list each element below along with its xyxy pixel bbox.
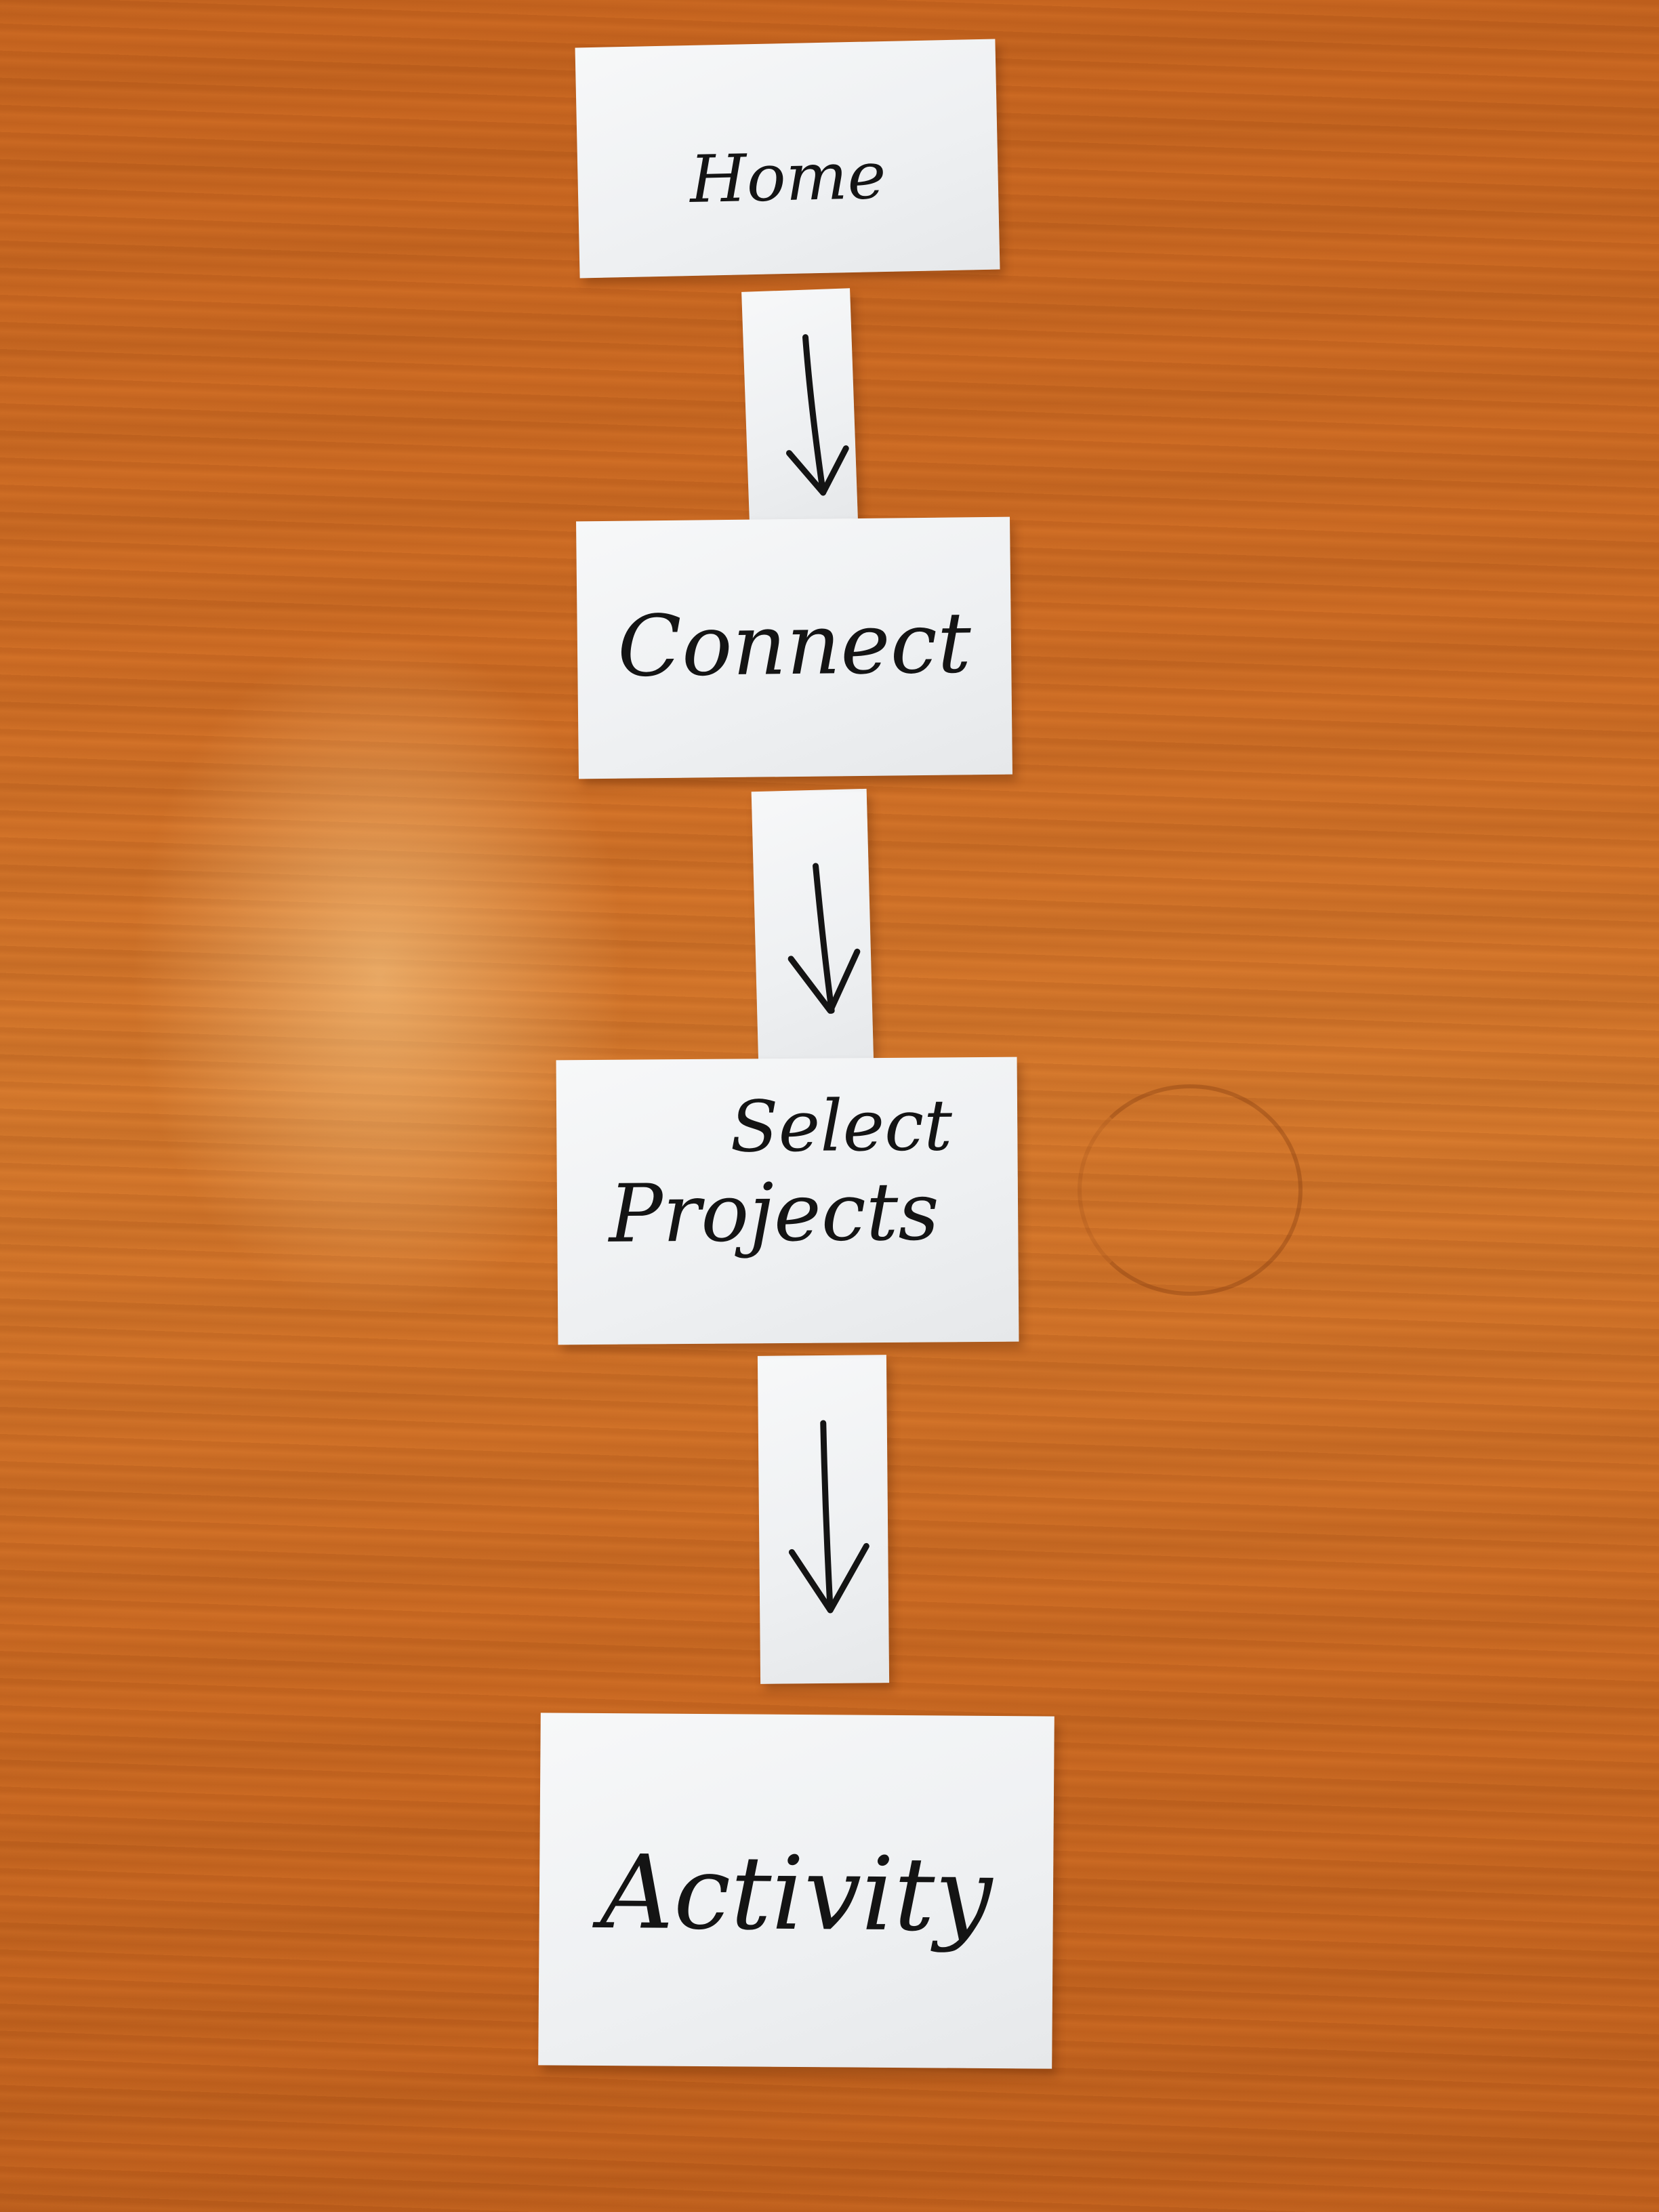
flow-node-activity: Activity xyxy=(538,1713,1054,2069)
node-label-connect: Connect xyxy=(617,594,972,696)
flow-node-connect: Connect xyxy=(576,516,1012,779)
node-label-projects: Projects xyxy=(608,1164,940,1261)
arrow-strip-home-to-connect xyxy=(741,288,858,523)
node-label-select: Select xyxy=(729,1084,953,1168)
node-label-activity: Activity xyxy=(600,1833,993,1955)
arrow-strip-connect-to-select-projects xyxy=(751,788,874,1070)
node-label-home: Home xyxy=(689,137,887,218)
down-arrow-icon xyxy=(788,1420,869,1614)
arrow-strip-select-projects-to-activity xyxy=(757,1355,890,1684)
coffee-ring-stain xyxy=(1078,1084,1303,1296)
flow-node-select-projects: Select Projects xyxy=(556,1057,1019,1345)
down-arrow-icon xyxy=(785,334,849,496)
flow-node-home: Home xyxy=(575,39,1000,279)
down-arrow-icon xyxy=(787,863,861,1014)
